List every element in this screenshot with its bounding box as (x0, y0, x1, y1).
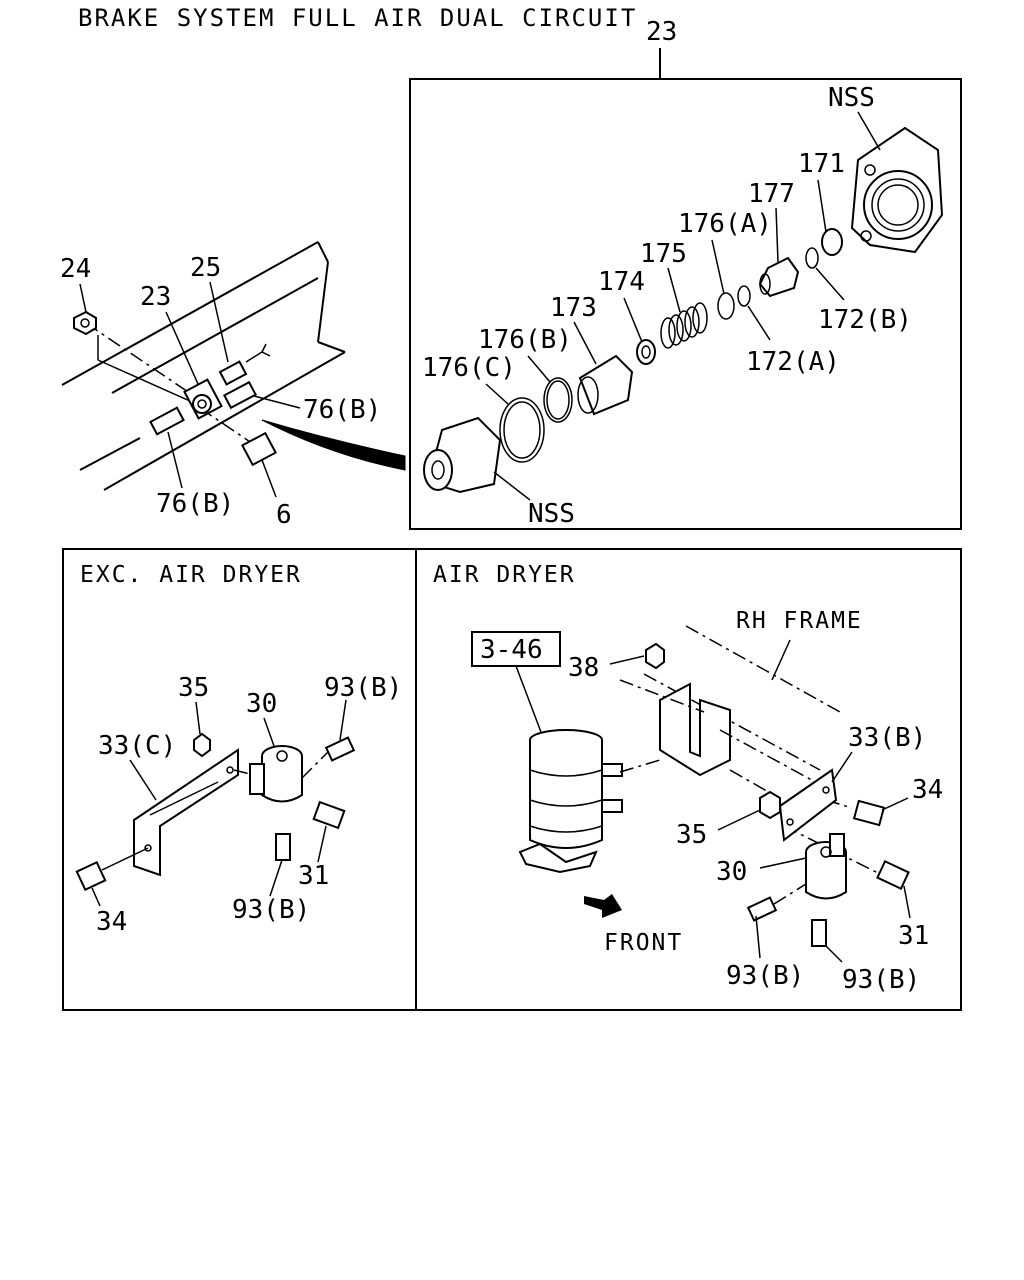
label-25: 25 (190, 253, 221, 283)
label-33b: 33(B) (848, 723, 926, 753)
frame-assembly: 24 25 23 76(B) 76(B) 6 (60, 241, 406, 530)
fitting-93b-bottom (275, 833, 291, 861)
label-171: 171 (798, 149, 845, 179)
plate-33b (778, 768, 838, 842)
ring-171 (821, 228, 843, 256)
air-dryer-canister (518, 729, 623, 874)
label-35: 35 (178, 673, 209, 703)
label-175: 175 (640, 239, 687, 269)
label-172a: 172(A) (746, 347, 840, 377)
clip-172a (737, 285, 751, 307)
fitting-25-part (218, 360, 248, 386)
label-174: 174 (598, 267, 645, 297)
panel-air-dryer: AIR DRYER 3-46 RH FRAME (415, 548, 962, 1011)
piston-177 (758, 256, 800, 298)
callout-23: 23 (646, 17, 677, 47)
bracket-33c (133, 748, 239, 877)
valve-30 (249, 745, 303, 803)
nut-35 (193, 732, 211, 758)
detail-box-23: 23 (409, 17, 962, 530)
label-34: 34 (96, 907, 127, 937)
label-176c: 176(C) (422, 353, 516, 383)
label-nss-bottom: NSS (528, 499, 575, 529)
reference-3-46: 3-46 (480, 635, 543, 665)
label-30-air: 30 (716, 857, 747, 887)
detail-pointer (261, 419, 406, 471)
label-176b: 176(B) (478, 325, 572, 355)
label-93b-left-air: 93(B) (726, 961, 804, 991)
oring-176a (717, 292, 735, 320)
label-31-air: 31 (898, 921, 929, 951)
diagram-title: BRAKE SYSTEM FULL AIR DUAL CIRCUIT (78, 4, 637, 32)
fitting-93b-left-air (746, 896, 778, 922)
detail-box-frame (409, 78, 962, 530)
label-76b-right: 76(B) (303, 395, 381, 425)
label-30: 30 (246, 689, 277, 719)
label-nss-top: NSS (828, 83, 875, 113)
valve-exploded-parts: NSS 171 177 176(A) 175 174 173 176(B) 17… (422, 83, 944, 529)
label-rh-frame: RH FRAME (736, 608, 863, 634)
clip-172b (805, 247, 819, 269)
label-6: 6 (276, 500, 292, 530)
dryer-bracket (659, 682, 731, 777)
label-38: 38 (568, 653, 599, 683)
label-173: 173 (550, 293, 597, 323)
label-172b: 172(B) (818, 305, 912, 335)
label-93b-right-air: 93(B) (842, 965, 920, 995)
label-93b-bottom: 93(B) (232, 895, 310, 925)
label-76b-left: 76(B) (156, 489, 234, 519)
fitting-76b-right-part (223, 380, 257, 410)
nut-35-air (759, 790, 781, 820)
label-35-air: 35 (676, 820, 707, 850)
label-31: 31 (298, 861, 329, 891)
panel-exc-frame (62, 548, 417, 1011)
oring-176b (543, 377, 573, 423)
label-176a: 176(A) (678, 209, 772, 239)
panel-air-title: AIR DRYER (433, 562, 576, 588)
label-23: 23 (140, 282, 171, 312)
valve-30-air (805, 833, 847, 900)
bolt-6-part (241, 431, 277, 467)
panel-exc-title: EXC. AIR DRYER (80, 562, 302, 588)
oring-176c (499, 397, 545, 463)
fitting-76b-left-part (149, 406, 185, 436)
label-93b-top: 93(B) (324, 673, 402, 703)
fitting-93b-right-air (811, 919, 827, 947)
panel-air-frame (415, 548, 962, 1011)
plunger-173 (578, 354, 634, 416)
label-34-air: 34 (912, 775, 943, 805)
nut-38 (645, 642, 665, 670)
spring-175 (660, 302, 708, 349)
label-177: 177 (748, 179, 795, 209)
nut-24-part (73, 310, 97, 336)
bolt-34 (75, 860, 107, 892)
fitting-93b-right (324, 736, 356, 762)
label-33c: 33(C) (98, 731, 176, 761)
label-24: 24 (60, 254, 91, 284)
bolt-34-air (852, 799, 886, 827)
panel-exc-air-dryer: EXC. AIR DRYER 35 (62, 548, 417, 1011)
label-front: FRONT (604, 930, 683, 956)
bolt-31-air (876, 860, 910, 890)
front-arrow-icon (584, 894, 622, 918)
washer-174 (636, 339, 656, 365)
bolt-31 (312, 800, 346, 830)
